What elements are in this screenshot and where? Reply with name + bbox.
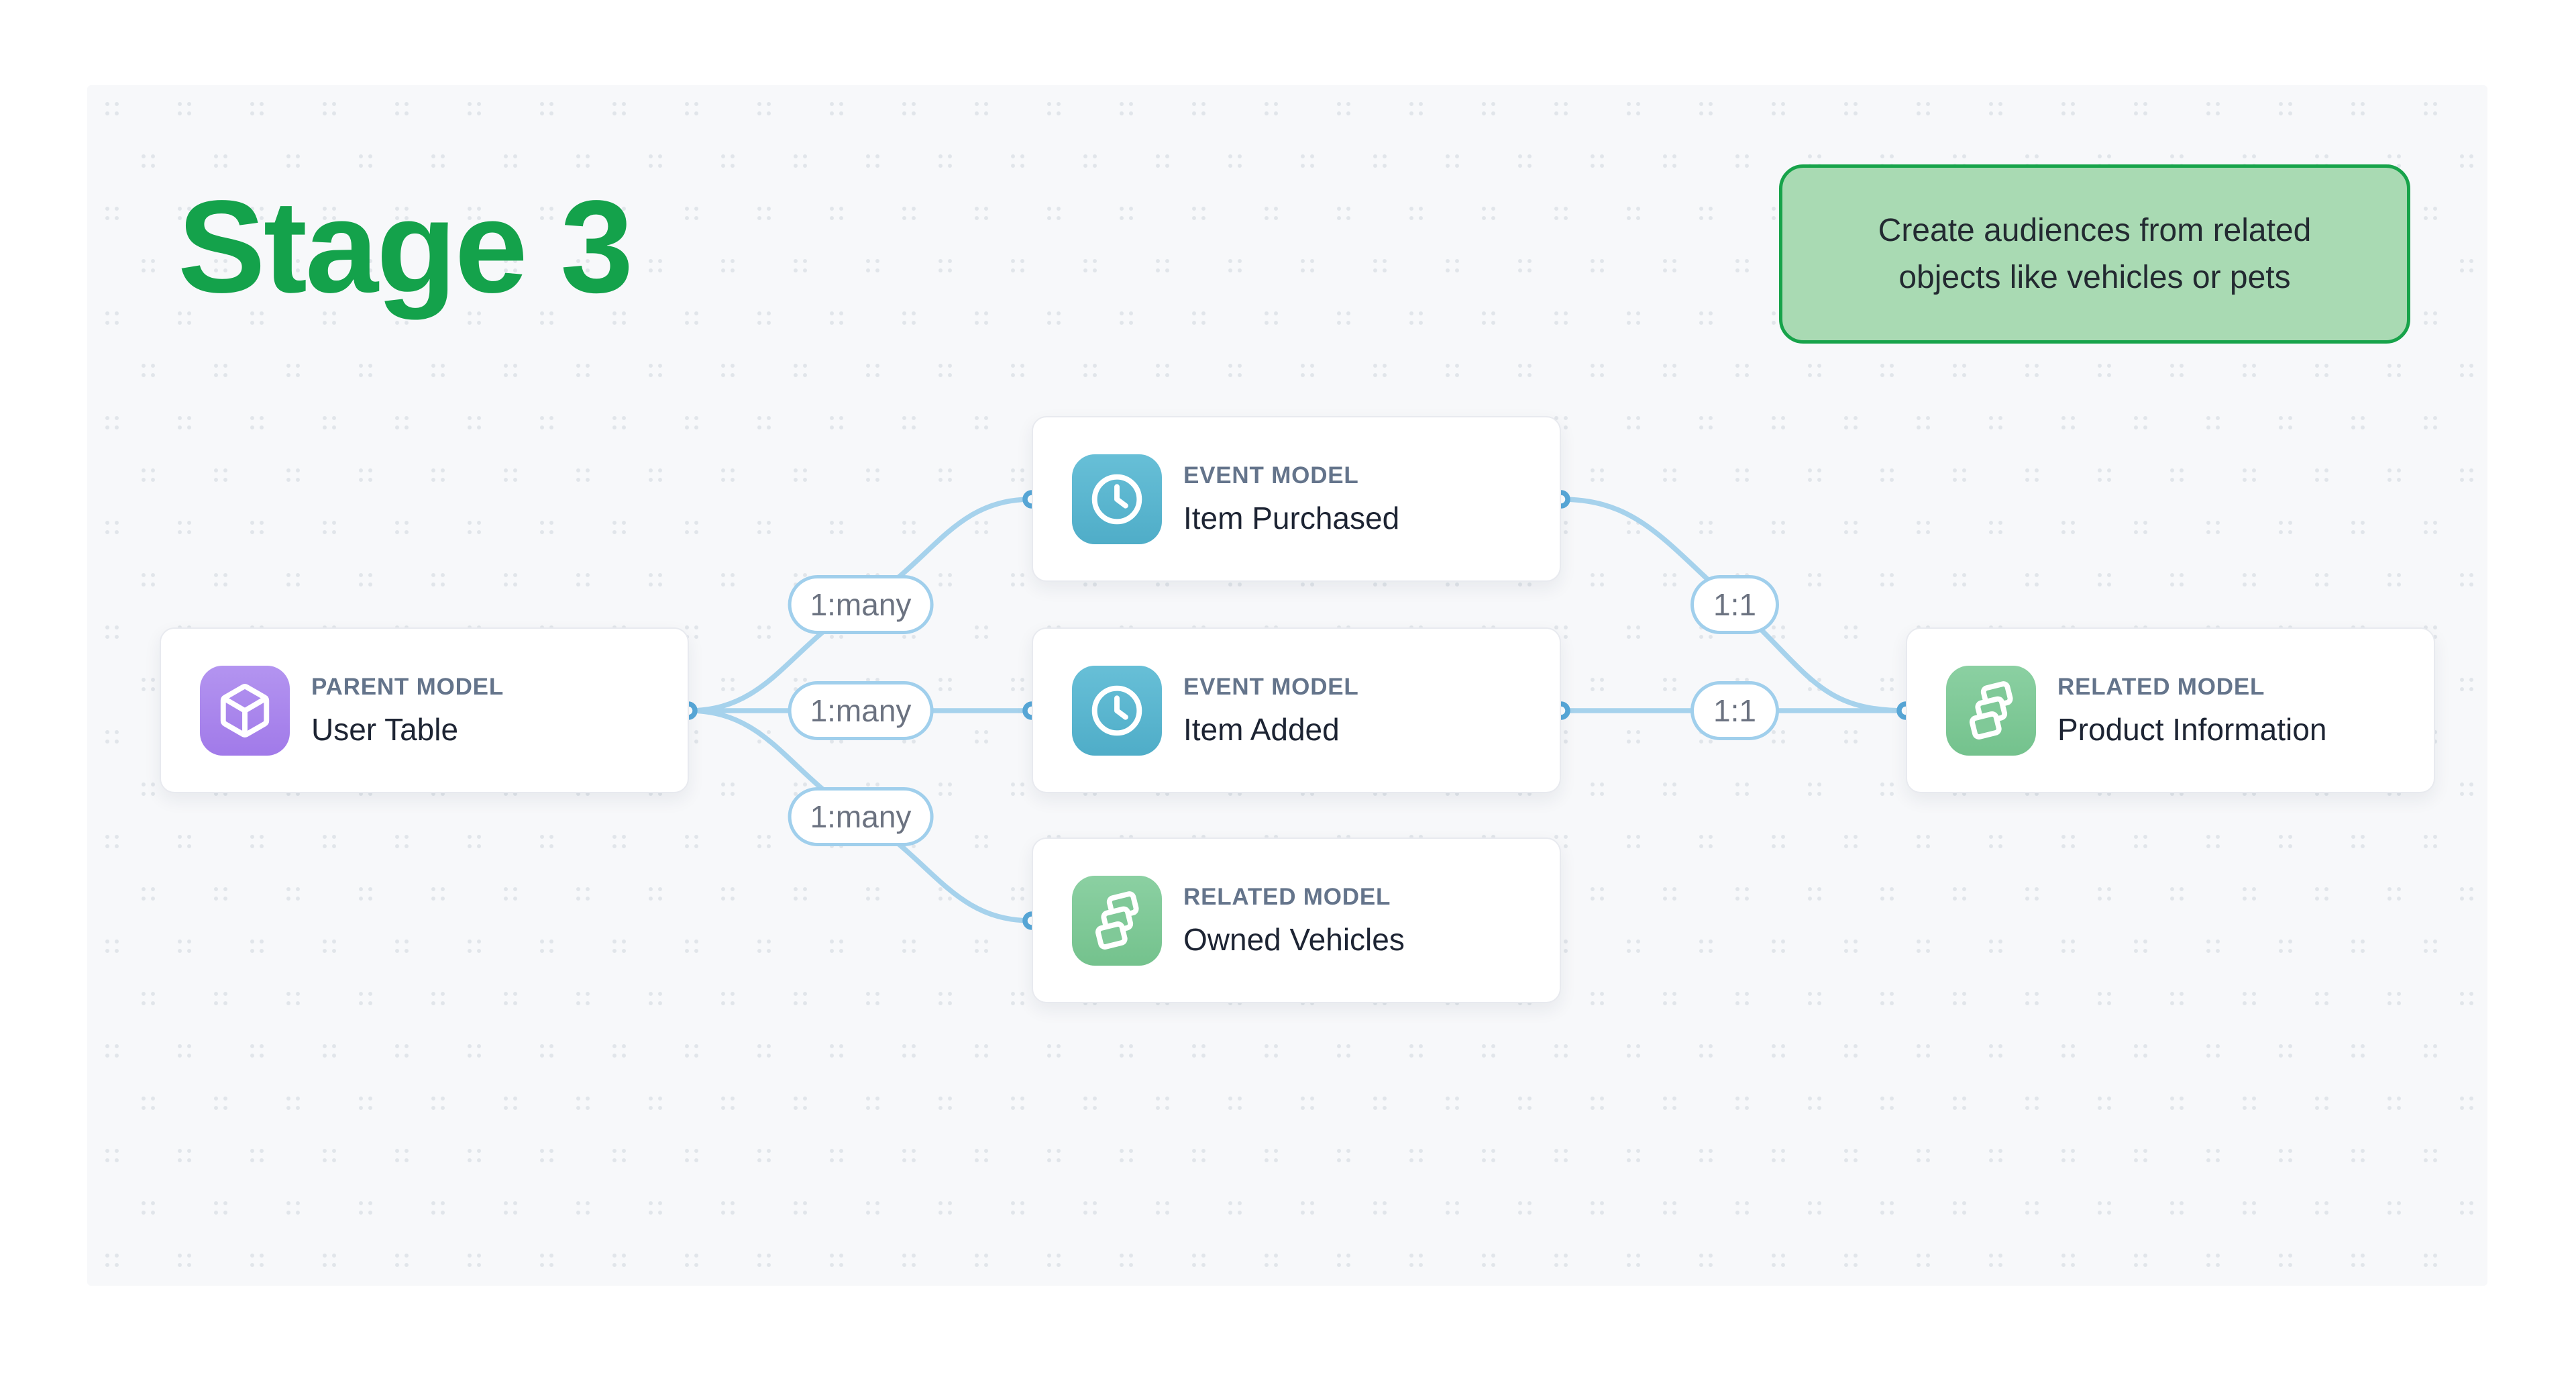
node-type-label: EVENT MODEL — [1183, 462, 1359, 489]
edge-label-pill: 1:many — [788, 575, 934, 634]
clock-icon — [1072, 454, 1162, 544]
node-user-table[interactable]: PARENT MODEL User Table — [160, 627, 689, 793]
diagram-canvas: Stage 3 Create audiences from related ob… — [87, 85, 2487, 1286]
node-text: EVENT MODEL Item Purchased — [1183, 462, 1399, 536]
node-text: EVENT MODEL Item Added — [1183, 674, 1359, 748]
node-owned-vehicles[interactable]: RELATED MODEL Owned Vehicles — [1032, 837, 1561, 1003]
stack-icon — [1946, 665, 2036, 756]
node-product-information[interactable]: RELATED MODEL Product Information — [1906, 627, 2435, 793]
cube-icon — [200, 665, 290, 756]
node-text: RELATED MODEL Owned Vehicles — [1183, 884, 1405, 958]
callout-note: Create audiences from related objects li… — [1779, 164, 2410, 344]
node-title: Product Information — [2057, 711, 2327, 747]
node-type-label: RELATED MODEL — [1183, 883, 1391, 910]
callout-text: Create audiences from related objects li… — [1878, 212, 2312, 295]
edge-label-pill: 1:1 — [1690, 681, 1779, 740]
node-item-added[interactable]: EVENT MODEL Item Added — [1032, 627, 1561, 793]
node-title: Item Added — [1183, 711, 1340, 747]
node-item-purchased[interactable]: EVENT MODEL Item Purchased — [1032, 416, 1561, 582]
node-title: Owned Vehicles — [1183, 921, 1405, 957]
node-title: User Table — [311, 711, 459, 747]
edge-label-pill: 1:many — [788, 787, 934, 846]
stage-title: Stage 3 — [178, 173, 633, 320]
node-title: Item Purchased — [1183, 500, 1400, 536]
node-type-label: RELATED MODEL — [2057, 673, 2265, 700]
clock-icon — [1072, 665, 1162, 756]
node-text: RELATED MODEL Product Information — [2057, 674, 2326, 748]
node-type-label: EVENT MODEL — [1183, 673, 1359, 700]
node-type-label: PARENT MODEL — [311, 673, 504, 700]
node-text: PARENT MODEL User Table — [311, 674, 504, 748]
edge-label-pill: 1:1 — [1690, 575, 1779, 634]
stack-icon — [1072, 875, 1162, 966]
edge-label-pill: 1:many — [788, 681, 934, 740]
